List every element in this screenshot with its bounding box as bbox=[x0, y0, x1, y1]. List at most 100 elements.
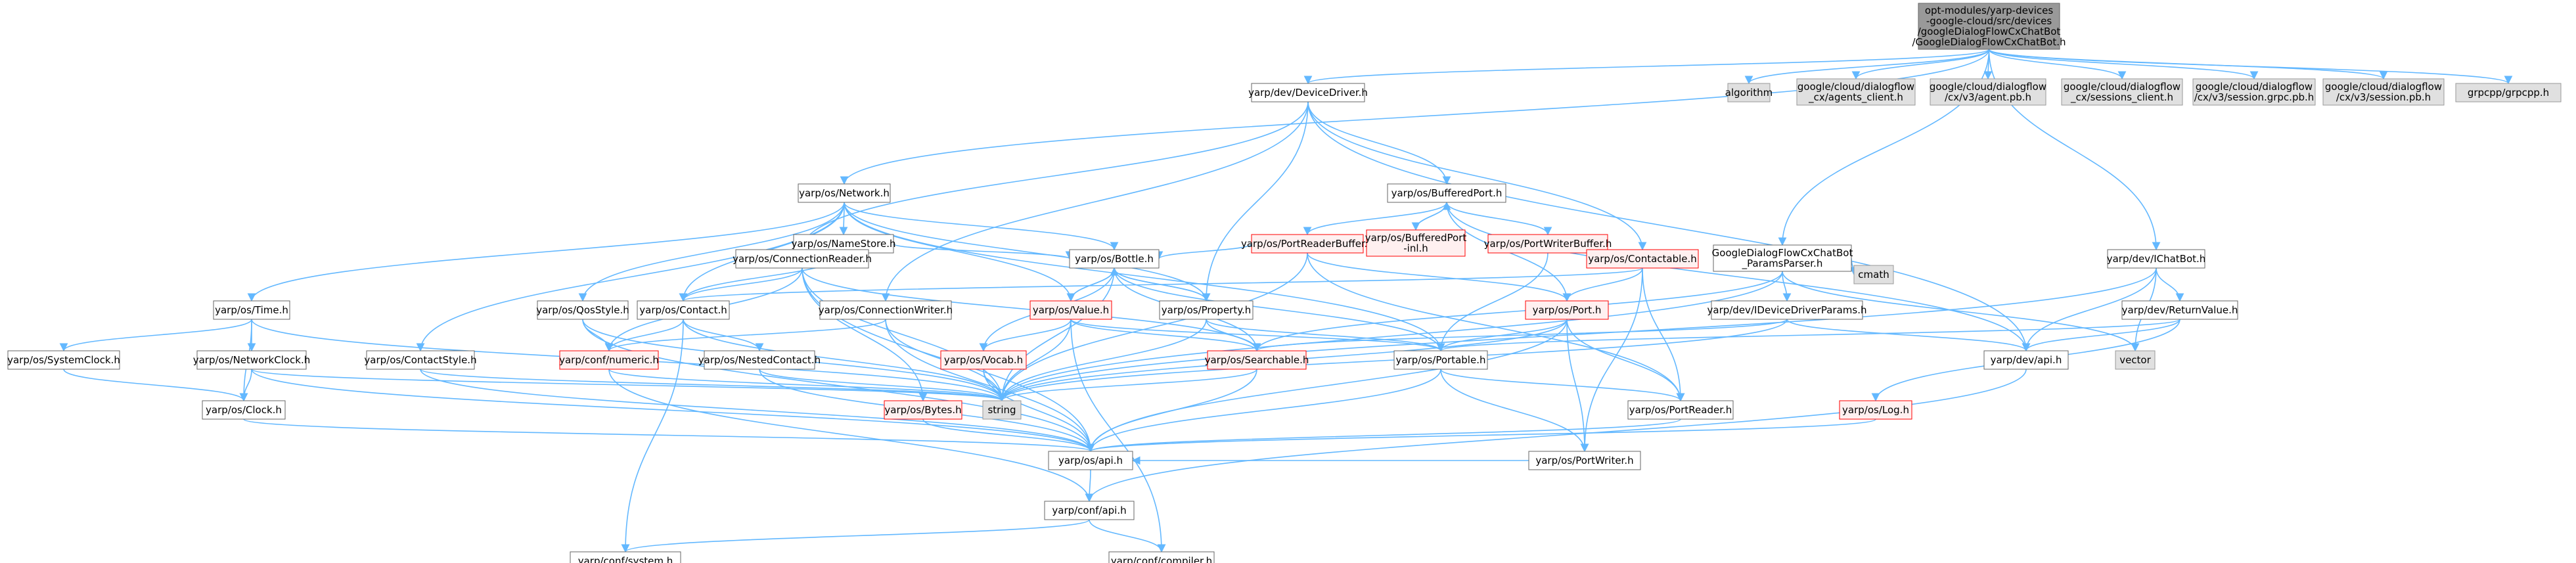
node-compiler[interactable]: yarp/conf/compiler.h bbox=[1108, 551, 1215, 563]
node-time[interactable]: yarp/os/Time.h bbox=[213, 300, 290, 320]
node-label: google/cloud/dialogflow bbox=[2196, 81, 2313, 93]
edge-searchable-to-osapi bbox=[1086, 369, 1257, 453]
node-label: /googleDialogFlowCxChatBot bbox=[1918, 26, 2061, 37]
node-box bbox=[1528, 451, 1641, 470]
edge-returnvalue-to-devapi bbox=[2022, 319, 2181, 352]
node-box bbox=[1796, 78, 1916, 106]
node-session_grpc_pb[interactable]: google/cloud/dialogflow/cx/v3/session.gr… bbox=[2192, 78, 2316, 106]
node-osapi[interactable]: yarp/os/api.h bbox=[1048, 451, 1133, 470]
node-confapi[interactable]: yarp/conf/api.h bbox=[1044, 501, 1135, 520]
node-box bbox=[1044, 501, 1135, 520]
node-sessions_client[interactable]: google/cloud/dialogflow_cx/sessions_clie… bbox=[2061, 78, 2183, 106]
node-agent_pb[interactable]: google/cloud/dialogflow/cx/v3/agent.pb.h bbox=[1930, 78, 2046, 106]
node-vocab[interactable]: yarp/os/Vocab.h bbox=[940, 350, 1027, 370]
node-system[interactable]: yarp/conf/system.h bbox=[570, 551, 681, 563]
edge-network-to-property bbox=[844, 202, 1211, 302]
node-label: /GoogleDialogFlowCxChatBot.h bbox=[1912, 36, 2066, 48]
node-label: yarp/dev/IDeviceDriverParams.h bbox=[1707, 304, 1867, 316]
node-vector[interactable]: vector bbox=[2115, 350, 2156, 370]
node-portreaderbuffer[interactable]: yarp/os/PortReaderBuffer.h bbox=[1241, 234, 1374, 254]
node-box bbox=[1251, 234, 1364, 254]
node-namestore[interactable]: yarp/os/NameStore.h bbox=[791, 234, 896, 254]
edge-portable-to-osapi bbox=[1086, 369, 1441, 453]
node-systemclock[interactable]: yarp/os/SystemClock.h bbox=[7, 350, 120, 370]
edge-paramsparser-to-vector bbox=[1782, 271, 2140, 352]
node-portwriter[interactable]: yarp/os/PortWriter.h bbox=[1528, 451, 1641, 470]
node-bufferedport_inl[interactable]: yarp/os/BufferedPort-inl.h bbox=[1365, 229, 1467, 257]
node-string[interactable]: string bbox=[982, 400, 1022, 420]
node-portable[interactable]: yarp/os/Portable.h bbox=[1393, 350, 1488, 370]
node-connectionreader[interactable]: yarp/os/ConnectionReader.h bbox=[733, 249, 872, 269]
node-box bbox=[1069, 249, 1160, 269]
node-label: yarp/conf/api.h bbox=[1052, 505, 1126, 516]
node-label: yarp/os/Vocab.h bbox=[944, 354, 1023, 366]
node-contactable[interactable]: yarp/os/Contactable.h bbox=[1586, 249, 1699, 269]
node-label: _ParamsParser.h bbox=[1742, 258, 1823, 270]
node-label: yarp/os/PortWriterBuffer.h bbox=[1484, 238, 1612, 250]
edge-network-to-portable bbox=[844, 202, 1445, 352]
edge-ichatbot-to-devapi bbox=[2022, 267, 2157, 352]
edge-root-to-sessions_client bbox=[1988, 49, 2127, 80]
edge-namestore-to-bottle bbox=[893, 243, 1074, 260]
node-portreader[interactable]: yarp/os/PortReader.h bbox=[1627, 400, 1734, 420]
node-algorithm[interactable]: algorithm bbox=[1725, 83, 1773, 102]
node-nestedcontact[interactable]: yarp/os/NestedContact.h bbox=[698, 350, 821, 370]
node-box bbox=[1586, 249, 1699, 269]
node-cmath[interactable]: cmath bbox=[1853, 265, 1894, 284]
node-returnvalue[interactable]: yarp/dev/ReturnValue.h bbox=[2121, 300, 2238, 320]
node-log[interactable]: yarp/os/Log.h bbox=[1839, 400, 1912, 420]
edge-contactable-to-port bbox=[1562, 267, 1643, 302]
node-box bbox=[1713, 244, 1852, 272]
node-qosstyle[interactable]: yarp/os/QosStyle.h bbox=[536, 300, 629, 320]
node-devapi[interactable]: yarp/dev/api.h bbox=[1983, 350, 2069, 370]
node-property[interactable]: yarp/os/Property.h bbox=[1159, 300, 1254, 320]
node-bytes[interactable]: yarp/os/Bytes.h bbox=[884, 400, 962, 420]
node-devicedriver[interactable]: yarp/dev/DeviceDriver.h bbox=[1248, 83, 1368, 102]
node-bufferedport[interactable]: yarp/os/BufferedPort.h bbox=[1387, 183, 1506, 203]
edge-devicedriver-to-contactable bbox=[1307, 101, 1647, 251]
node-label: google/cloud/dialogflow bbox=[1797, 81, 1914, 93]
node-searchable[interactable]: yarp/os/Searchable.h bbox=[1205, 350, 1309, 370]
node-contactstyle[interactable]: yarp/os/ContactStyle.h bbox=[364, 350, 477, 370]
node-box bbox=[2322, 78, 2445, 106]
node-bottle[interactable]: yarp/os/Bottle.h bbox=[1069, 249, 1160, 269]
edge-contact-to-system bbox=[621, 319, 684, 553]
node-label: google/cloud/dialogflow bbox=[1930, 81, 2046, 93]
node-contact[interactable]: yarp/os/Contact.h bbox=[637, 300, 730, 320]
node-box bbox=[1108, 551, 1215, 563]
edge-paramsparser-to-ideviceparams bbox=[1782, 271, 1792, 302]
node-ichatbot[interactable]: yarp/dev/IChatBot.h bbox=[2107, 249, 2206, 269]
node-box bbox=[1525, 300, 1609, 320]
node-port[interactable]: yarp/os/Port.h bbox=[1525, 300, 1609, 320]
node-label: yarp/os/Property.h bbox=[1162, 304, 1251, 316]
node-numeric[interactable]: yarp/conf/numeric.h bbox=[559, 350, 659, 370]
node-agents_client[interactable]: google/cloud/dialogflow_cx/agents_client… bbox=[1796, 78, 1916, 106]
node-box bbox=[1727, 83, 1771, 102]
node-networkclock[interactable]: yarp/os/NetworkClock.h bbox=[193, 350, 311, 370]
node-session_pb[interactable]: google/cloud/dialogflow/cx/v3/session.pb… bbox=[2322, 78, 2445, 106]
edge-layer bbox=[59, 49, 2513, 553]
edge-connectionreader-to-contact bbox=[679, 267, 803, 302]
node-clock[interactable]: yarp/os/Clock.h bbox=[202, 400, 286, 420]
node-box bbox=[1207, 350, 1307, 370]
node-label: yarp/os/NestedContact.h bbox=[698, 354, 821, 366]
node-label: -google-cloud/src/devices bbox=[1926, 15, 2052, 27]
node-network[interactable]: yarp/os/Network.h bbox=[798, 183, 891, 203]
edge-root-to-algorithm bbox=[1744, 49, 1990, 85]
edge-root-to-devicedriver bbox=[1304, 49, 1990, 85]
node-label: yarp/os/Network.h bbox=[799, 187, 890, 199]
node-grpcpp[interactable]: grpcpp/grpcpp.h bbox=[2455, 83, 2562, 102]
edge-networkclock-to-string bbox=[251, 369, 1006, 402]
node-ideviceparams[interactable]: yarp/dev/IDeviceDriverParams.h bbox=[1707, 300, 1867, 320]
node-label: yarp/conf/compiler.h bbox=[1111, 555, 1212, 563]
node-value[interactable]: yarp/os/Value.h bbox=[1029, 300, 1112, 320]
node-box bbox=[798, 183, 891, 203]
edge-bytes-to-osapi bbox=[922, 418, 1095, 453]
edge-root-to-agents_client bbox=[1851, 49, 1990, 80]
node-box bbox=[213, 300, 290, 320]
node-paramsparser[interactable]: GoogleDialogFlowCxChatBot_ParamsParser.h bbox=[1712, 244, 1853, 272]
node-connectionwriter[interactable]: yarp/os/ConnectionWriter.h bbox=[819, 300, 953, 320]
node-label: yarp/os/Time.h bbox=[215, 304, 288, 316]
node-root[interactable]: opt-modules/yarp-devices-google-cloud/sr… bbox=[1912, 3, 2066, 50]
